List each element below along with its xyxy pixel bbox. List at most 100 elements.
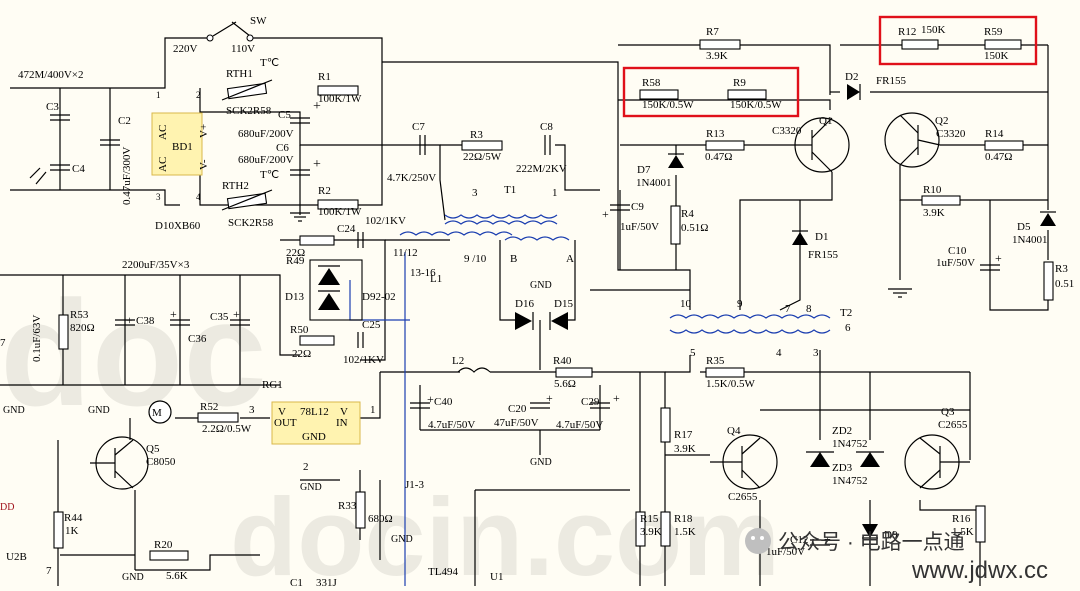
svg-text:GND: GND (530, 457, 552, 468)
capacitor-c3: C3 (46, 101, 70, 121)
highlight-box-top (878, 15, 1038, 66)
svg-text:D2: D2 (845, 71, 858, 83)
svg-text:5.6Ω: 5.6Ω (554, 378, 576, 390)
svg-text:331J: 331J (316, 577, 338, 586)
svg-text:RTH1: RTH1 (226, 68, 253, 80)
svg-text:C1: C1 (290, 577, 303, 586)
transistor-q1: Q1 C3320 (772, 115, 850, 173)
svg-text:5: 5 (690, 347, 696, 359)
capacitor-c9: + C9 1uF/50V (602, 190, 659, 270)
svg-text:GND: GND (530, 280, 552, 291)
svg-text:C25: C25 (362, 319, 381, 331)
resistor-r10: R10 3.9K (921, 184, 961, 219)
svg-text:2: 2 (196, 90, 201, 100)
resistor-r14: R14 0.47Ω (984, 128, 1024, 163)
svg-text:R17: R17 (674, 429, 693, 441)
svg-text:D92-02: D92-02 (362, 291, 396, 303)
diodes-d16-d15: D16 D15 (515, 298, 573, 330)
svg-text:R3: R3 (470, 129, 483, 141)
svg-text:100K/1W: 100K/1W (318, 206, 362, 218)
capacitor-c10: + C10 1uF/50V (936, 245, 1002, 271)
input-cap-label: 472M/400V×2 (18, 69, 83, 81)
svg-text:Q4: Q4 (727, 425, 741, 437)
svg-text:D7: D7 (637, 164, 651, 176)
svg-text:4.7uF/50V: 4.7uF/50V (556, 419, 603, 431)
bd1-part: D10XB60 (155, 220, 201, 232)
resistor-r44: R44 1K (53, 511, 83, 549)
svg-text:C29: C29 (581, 396, 600, 408)
inductor-l2: L2 (452, 355, 491, 373)
svg-text:R12: R12 (898, 26, 916, 38)
svg-text:680uF/200V: 680uF/200V (238, 128, 294, 140)
svg-text:FR155: FR155 (808, 249, 838, 261)
svg-text:7: 7 (46, 565, 52, 577)
svg-text:+: + (126, 313, 133, 327)
svg-text:680uF/200V: 680uF/200V (238, 154, 294, 166)
svg-text:1: 1 (552, 187, 558, 199)
svg-text:7: 7 (0, 337, 6, 349)
capacitor-c12: + C12 1uF/50V (766, 532, 831, 558)
resistor-r13: R13 0.47Ω (705, 128, 745, 163)
resistor-r58-r9: R58 150K/0.5W R9 150K/0.5W (622, 66, 800, 118)
svg-text:C3320: C3320 (936, 128, 966, 140)
highlight-box-mid (622, 66, 800, 118)
svg-text:R18: R18 (674, 513, 693, 525)
capacitor-c40: + C40 4.7uF/50V (410, 392, 475, 431)
svg-text:T℃: T℃ (260, 169, 279, 181)
svg-text:47uF/50V: 47uF/50V (494, 417, 539, 429)
svg-text:+: + (233, 307, 240, 321)
svg-text:3.9K: 3.9K (640, 526, 662, 538)
resistor-r17: R17 3.9K (660, 407, 696, 455)
svg-text:1N4001: 1N4001 (1012, 234, 1047, 246)
rg1-label: RG1 (262, 379, 283, 391)
svg-text:GND: GND (300, 482, 322, 493)
svg-text:0.51: 0.51 (1055, 278, 1074, 290)
svg-text:3: 3 (156, 192, 161, 202)
resistor-r53: R53 820Ω (58, 309, 95, 350)
svg-text:V: V (340, 406, 348, 418)
svg-text:R7: R7 (706, 26, 719, 38)
zener-zd2-zd3: ZD2 1N4752 ZD3 1N4752 (806, 425, 884, 487)
svg-text:R50: R50 (290, 324, 309, 336)
svg-text:C24: C24 (337, 223, 356, 235)
svg-text:B: B (510, 253, 517, 265)
motor-m: M (148, 400, 172, 424)
svg-text:1: 1 (156, 90, 161, 100)
svg-text:C8: C8 (540, 121, 553, 133)
svg-text:R58: R58 (642, 77, 661, 89)
svg-text:R14: R14 (985, 128, 1004, 140)
svg-text:L1: L1 (430, 273, 442, 285)
svg-text:GND: GND (3, 405, 25, 416)
thermistor-rth1: RTH1 T℃ SCK2R58 (221, 57, 279, 117)
svg-text:222M/2KV: 222M/2KV (516, 163, 567, 175)
svg-text:Q2: Q2 (935, 115, 948, 127)
resistor-r4: R4 0.51Ω (670, 205, 708, 245)
capacitor-c29: + C29 4.7uF/50V (556, 391, 620, 431)
svg-text:1uF/50V: 1uF/50V (766, 546, 805, 558)
svg-text:0.51Ω: 0.51Ω (681, 222, 708, 234)
svg-text:2.2Ω/0.5W: 2.2Ω/0.5W (202, 423, 252, 435)
diode-d2: D2 FR155 (845, 71, 906, 100)
svg-text:Q1: Q1 (819, 115, 832, 127)
sw-110v: 110V (231, 43, 255, 55)
resistor-r20: R20 5.6K (149, 539, 189, 582)
svg-text:V: V (278, 406, 286, 418)
svg-text:3: 3 (249, 404, 255, 416)
svg-text:11/12: 11/12 (393, 247, 418, 259)
transistor-q4: Q4 C2655 (710, 425, 778, 503)
svg-text:D5: D5 (1017, 221, 1031, 233)
regulator-78l12: V 78L12 V OUT IN GND 3 1 2 (249, 401, 376, 473)
capacitor-c36: + C36 (170, 307, 207, 345)
svg-text:1.5K: 1.5K (952, 526, 974, 538)
svg-text:+: + (427, 392, 434, 406)
svg-text:IN: IN (336, 417, 348, 429)
svg-text:R2: R2 (318, 185, 331, 197)
svg-text:150K/0.5W: 150K/0.5W (730, 99, 782, 111)
svg-text:R3: R3 (1055, 263, 1068, 275)
svg-text:150K/0.5W: 150K/0.5W (642, 99, 694, 111)
capacitor-c2: C2 0.47uF/300V (100, 115, 133, 205)
svg-text:+: + (995, 251, 1002, 265)
svg-text:4.7K/250V: 4.7K/250V (387, 172, 436, 184)
svg-text:7: 7 (785, 303, 791, 315)
